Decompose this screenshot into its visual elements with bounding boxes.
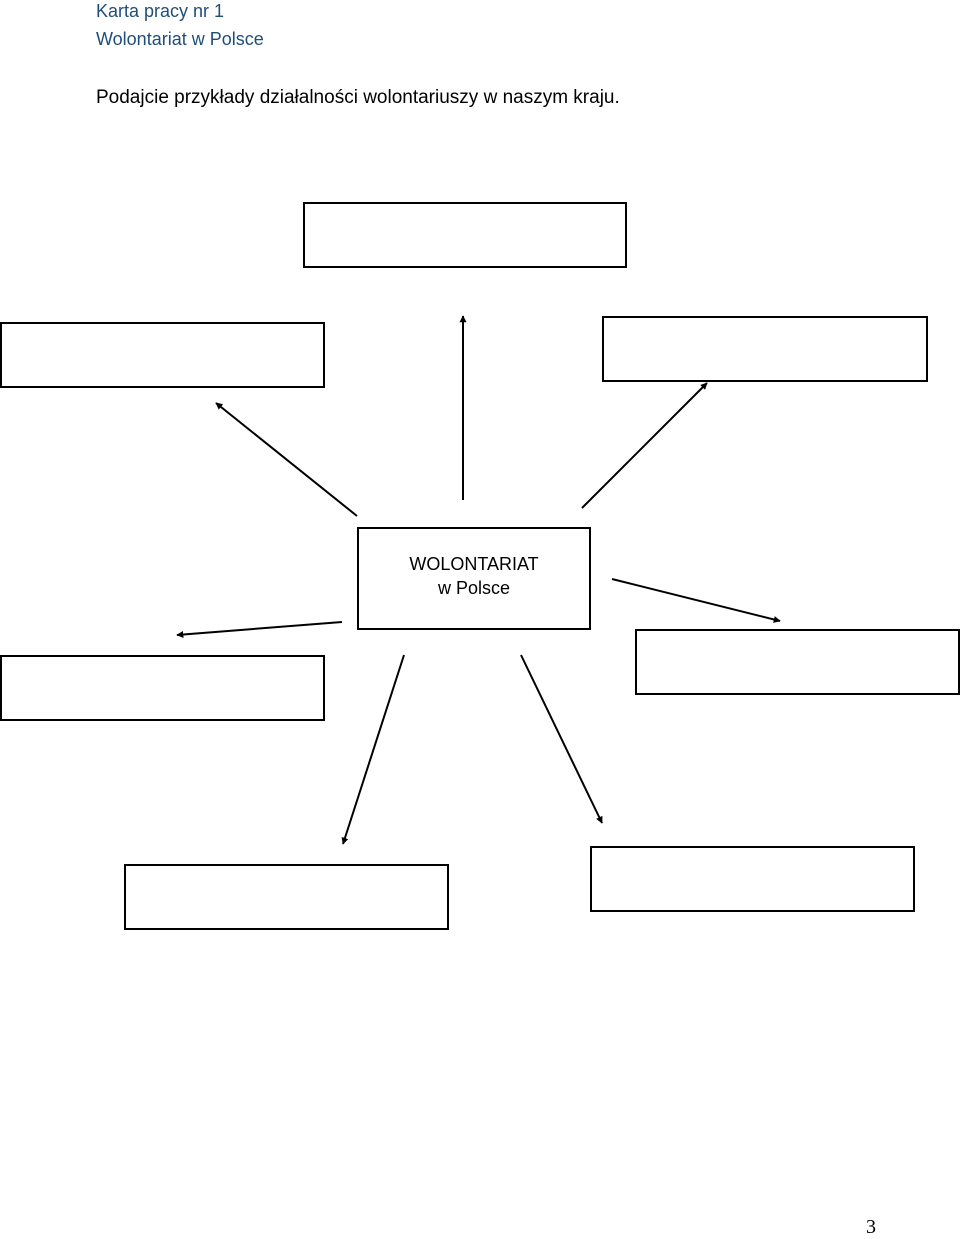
arrow-up-left bbox=[215, 402, 358, 517]
central-topic-box: WOLONTARIAT w Polsce bbox=[357, 527, 591, 630]
arrow-down-right bbox=[520, 654, 603, 824]
answer-box-upper-right[interactable] bbox=[602, 316, 928, 382]
arrow-down-left bbox=[341, 654, 405, 845]
arrow-left bbox=[176, 621, 343, 638]
answer-box-right[interactable] bbox=[635, 629, 960, 695]
task-instruction: Podajcie przykłady działalności wolontar… bbox=[96, 87, 620, 108]
worksheet-topic: Wolontariat w Polsce bbox=[96, 29, 264, 49]
answer-box-top[interactable] bbox=[303, 202, 627, 268]
central-topic-line2: w Polsce bbox=[437, 577, 511, 598]
central-topic-line1: WOLONTARIAT bbox=[409, 553, 539, 574]
worksheet-title: Karta pracy nr 1 bbox=[96, 1, 225, 21]
answer-box-upper-left[interactable] bbox=[0, 322, 325, 388]
arrow-up-right bbox=[581, 382, 708, 509]
answer-box-lower-left[interactable] bbox=[124, 864, 449, 930]
page-number: 3 bbox=[866, 1216, 876, 1238]
answer-box-left[interactable] bbox=[0, 655, 325, 721]
arrow-right bbox=[611, 578, 781, 623]
answer-box-lower-right[interactable] bbox=[590, 846, 915, 912]
